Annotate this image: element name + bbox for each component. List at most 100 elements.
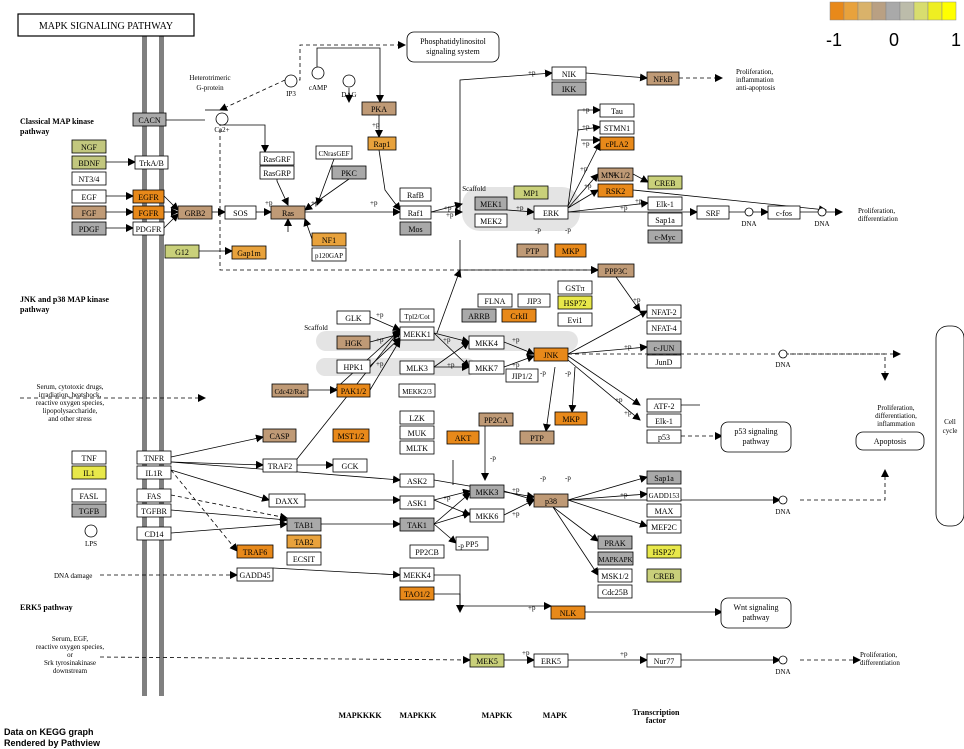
- gene-box[interactable]: [259, 151, 295, 166]
- gene-box[interactable]: [398, 383, 436, 398]
- gene-node[interactable]: Cdc25B: [597, 584, 633, 599]
- gene-node[interactable]: MKK6: [469, 508, 505, 523]
- gene-node[interactable]: G12: [164, 244, 200, 259]
- gene-node[interactable]: NIK: [551, 66, 587, 81]
- gene-box[interactable]: [361, 101, 397, 116]
- gene-node[interactable]: TAB2: [286, 534, 322, 549]
- gene-box[interactable]: [647, 229, 683, 244]
- gene-node[interactable]: GADD45: [236, 567, 274, 582]
- gene-node[interactable]: IKK: [551, 81, 587, 96]
- gene-box[interactable]: [336, 383, 371, 398]
- gene-node[interactable]: PP2CB: [409, 544, 445, 559]
- gene-box[interactable]: [469, 653, 505, 668]
- gene-node[interactable]: MAPKAPK: [597, 551, 634, 566]
- gene-node[interactable]: PTP: [516, 243, 549, 258]
- gene-node[interactable]: PAK1/2: [336, 383, 371, 398]
- gene-node[interactable]: RasGRP: [259, 165, 295, 180]
- gene-box[interactable]: [446, 430, 480, 445]
- gene-node[interactable]: TNFR: [136, 450, 172, 465]
- gene-node[interactable]: MKP: [554, 243, 587, 258]
- pathway-link[interactable]: Apoptosis: [855, 431, 925, 451]
- gene-box[interactable]: [399, 326, 435, 341]
- gene-node[interactable]: PP2CA: [478, 412, 514, 427]
- gene-box[interactable]: [646, 544, 682, 559]
- gene-box[interactable]: [271, 383, 309, 398]
- gene-node[interactable]: NFAT-4: [646, 320, 682, 335]
- gene-box[interactable]: [646, 71, 680, 86]
- gene-node[interactable]: PPP3C: [597, 263, 635, 278]
- gene-box[interactable]: [409, 544, 445, 559]
- gene-box[interactable]: [551, 81, 587, 96]
- gene-node[interactable]: TAK1: [399, 517, 435, 532]
- gene-box[interactable]: [469, 508, 505, 523]
- gene-box[interactable]: [136, 503, 172, 518]
- gene-node[interactable]: PTP: [519, 430, 555, 445]
- gene-box[interactable]: [557, 295, 593, 310]
- gene-box[interactable]: [474, 213, 508, 228]
- gene-node[interactable]: Cdc42/Rac: [271, 383, 309, 398]
- gene-node[interactable]: MNK1/2: [597, 167, 634, 182]
- gene-box[interactable]: [71, 488, 107, 503]
- gene-node[interactable]: NLK: [550, 605, 586, 620]
- gene-box[interactable]: [132, 112, 167, 127]
- gene-node[interactable]: MAX: [646, 503, 682, 518]
- gene-box[interactable]: [597, 568, 633, 583]
- gene-node[interactable]: cPLA2: [599, 136, 635, 151]
- gene-box[interactable]: [399, 586, 435, 601]
- gene-node[interactable]: TrkA/B: [134, 155, 169, 170]
- gene-box[interactable]: [367, 136, 397, 151]
- gene-box[interactable]: [136, 526, 172, 541]
- gene-node[interactable]: PP5: [455, 536, 489, 551]
- gene-box[interactable]: [286, 551, 322, 566]
- gene-box[interactable]: [597, 535, 633, 550]
- gene-box[interactable]: [136, 450, 172, 465]
- gene-box[interactable]: [554, 411, 588, 426]
- gene-node[interactable]: TGFB: [71, 503, 107, 518]
- gene-node[interactable]: Rap1: [367, 136, 397, 151]
- gene-box[interactable]: [468, 335, 505, 350]
- gene-box[interactable]: [331, 165, 367, 180]
- gene-node[interactable]: HPK1: [336, 359, 371, 374]
- gene-box[interactable]: [647, 212, 683, 227]
- gene-box[interactable]: [599, 103, 635, 118]
- gene-box[interactable]: [599, 136, 635, 151]
- gene-box[interactable]: [71, 171, 107, 186]
- gene-node[interactable]: JNK: [533, 347, 569, 362]
- gene-box[interactable]: [399, 495, 435, 510]
- gene-node[interactable]: ARRB: [461, 308, 497, 323]
- gene-node[interactable]: TNF: [71, 450, 107, 465]
- gene-node[interactable]: ASK2: [399, 473, 435, 488]
- gene-box[interactable]: [336, 359, 371, 374]
- gene-box[interactable]: [177, 205, 213, 220]
- gene-node[interactable]: c-JUN: [646, 340, 682, 355]
- gene-box[interactable]: [399, 567, 435, 582]
- gene-node[interactable]: RafB: [399, 187, 432, 202]
- gene-node[interactable]: GADD153: [646, 487, 682, 502]
- gene-node[interactable]: MEK5: [469, 653, 505, 668]
- gene-box[interactable]: [336, 335, 371, 350]
- gene-box[interactable]: [597, 551, 634, 566]
- gene-node[interactable]: MLK3: [399, 360, 435, 375]
- gene-node[interactable]: TGFBR: [136, 503, 172, 518]
- gene-box[interactable]: [315, 145, 353, 160]
- gene-node[interactable]: NGF: [71, 139, 107, 154]
- gene-node[interactable]: MEKK1: [399, 326, 435, 341]
- gene-node[interactable]: MEKK2/3: [398, 383, 436, 398]
- gene-box[interactable]: [646, 398, 682, 413]
- gene-node[interactable]: FASL: [71, 488, 107, 503]
- gene-node[interactable]: MEKK4: [399, 567, 435, 582]
- gene-node[interactable]: Elk-1: [647, 196, 683, 211]
- gene-box[interactable]: [262, 458, 298, 473]
- gene-node[interactable]: MST1/2: [332, 428, 370, 443]
- gene-box[interactable]: [224, 205, 257, 220]
- gene-box[interactable]: [501, 308, 537, 323]
- gene-box[interactable]: [599, 120, 635, 135]
- gene-node[interactable]: FLNA: [477, 293, 513, 308]
- gene-box[interactable]: [399, 425, 435, 440]
- gene-node[interactable]: JunD: [646, 354, 682, 369]
- pathway-link-box[interactable]: [406, 31, 500, 63]
- gene-box[interactable]: [71, 189, 107, 204]
- gene-box[interactable]: [557, 280, 593, 295]
- gene-box[interactable]: [646, 568, 682, 583]
